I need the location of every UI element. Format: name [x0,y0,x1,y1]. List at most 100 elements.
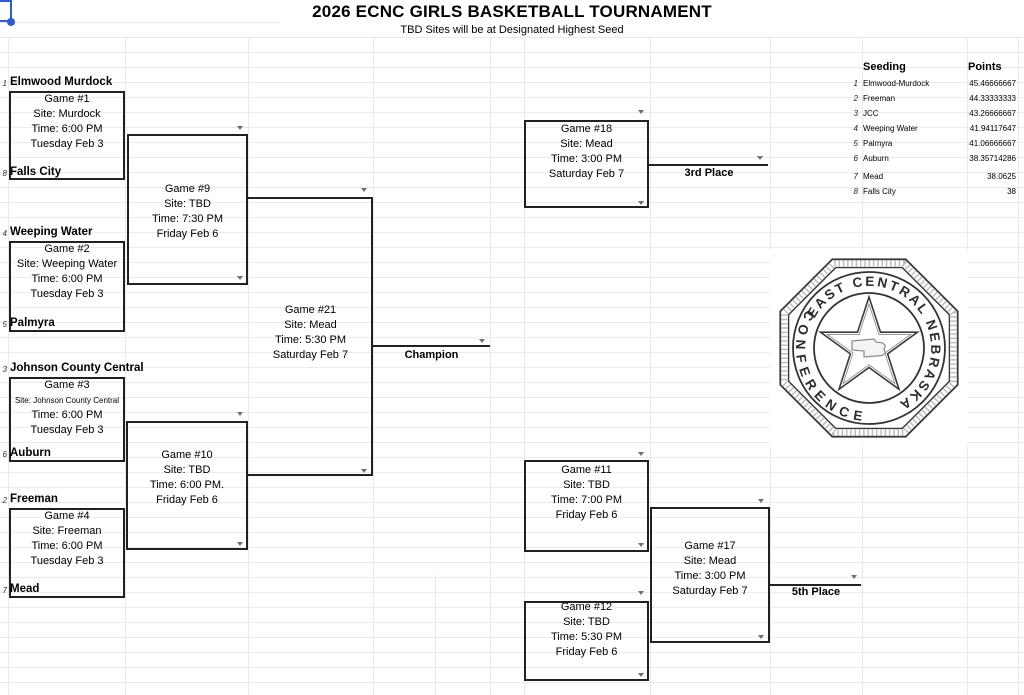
dropdown-arrow-icon[interactable] [638,673,644,677]
game-title: Game #1 [44,93,90,105]
dropdown-arrow-icon[interactable] [638,591,644,595]
game-3-info: Game #3 Site: Johnson County Central Tim… [9,378,125,438]
dropdown-arrow-icon[interactable] [758,499,764,503]
game-2-info: Game #2 Site: Weeping Water Time: 6:00 P… [9,242,125,302]
game-11-box [524,460,649,552]
dropdown-arrow-icon[interactable] [361,469,367,473]
col-gridline [8,38,9,695]
game-site: Site: TBD [163,464,211,476]
conference-logo[interactable]: EAST CENTRAL NEBRASKA CONFERENCE [770,250,968,446]
team-name-falls-city: Falls City [10,166,62,178]
game-date: Tuesday Feb 3 [30,138,104,150]
dropdown-arrow-icon[interactable] [638,110,644,114]
game-1-info: Game #1 Site: Murdock Time: 6:00 PM Tues… [9,92,125,152]
team-name-elmwood-murdock: Elmwood Murdock [10,76,113,88]
game-date: Friday Feb 6 [156,228,219,240]
col-gridline [373,38,374,695]
game-date: Friday Feb 6 [156,494,218,506]
game-time: Time: 7:30 PM [151,213,224,225]
dropdown-arrow-icon[interactable] [479,339,485,343]
seeding-rank: 5 [853,139,858,148]
game-time: Time: 5:30 PM [274,334,347,346]
logo-inner-circle [813,292,925,404]
game-site: Site: TBD [563,616,610,628]
star-inner-outline [825,302,913,385]
game-10-box [126,421,248,550]
dropdown-arrow-icon[interactable] [638,452,644,456]
game-10-info: Game #10 Site: TBD Time: 6:00 PM. Friday… [126,448,248,508]
col-gridline [1018,38,1019,695]
game-date: Tuesday Feb 3 [30,424,104,436]
seeding-rank: 2 [853,94,858,103]
seeding-points: 44.33333333 [969,94,1016,103]
seeding-points: 41.94117647 [969,124,1016,133]
nebraska-outline-icon [851,338,887,358]
game-3-box [9,377,125,462]
seeding-team: Auburn [863,154,889,163]
cell-selection-border [0,0,12,2]
fifth-place-line [770,584,861,586]
game-1-box [9,91,125,180]
col-gridline [125,38,126,695]
seed-number: 5 [2,320,7,329]
game-site: Site: Freeman [32,525,102,537]
game-date: Tuesday Feb 3 [30,288,104,300]
seeding-rank: 3 [853,109,858,118]
seed-number: 4 [2,229,7,238]
game-site: Site: TBD [164,198,211,210]
dropdown-arrow-icon[interactable] [361,188,367,192]
col-gridline [248,38,249,695]
game-site: Site: Mead [284,319,337,331]
selection-fill-handle[interactable] [7,18,15,26]
seed-number: 6 [2,450,7,459]
game-12-box [524,601,649,681]
game-title: Game #12 [560,601,613,613]
seeding-points: 45.46666667 [969,79,1016,88]
row-gridline-top [0,22,280,23]
seeding-points: 38 [1007,187,1016,196]
game-date: Tuesday Feb 3 [30,555,104,567]
dropdown-arrow-icon[interactable] [237,542,243,546]
game-4-box [9,508,125,598]
dropdown-arrow-icon[interactable] [638,201,644,205]
seed-number: 1 [2,79,7,88]
dropdown-arrow-icon[interactable] [757,156,763,160]
game-9-box [127,134,248,285]
octagon-hatch-band [781,260,957,436]
dropdown-arrow-icon[interactable] [237,276,243,280]
seeding-team: Freeman [863,94,896,103]
game-18-info: Game #18 Site: Mead Time: 3:00 PM Saturd… [524,122,649,182]
dropdown-arrow-icon[interactable] [851,575,857,579]
team-name-auburn: Auburn [10,447,51,459]
seeding-rank: 6 [853,154,858,163]
seed-number: 3 [2,365,7,374]
game-time: Time: 6:00 PM [31,540,103,552]
game-2-box [9,241,125,332]
game-21-info: Game #21 Site: Mead Time: 5:30 PM Saturd… [248,303,373,363]
game-date: Friday Feb 6 [555,509,618,521]
game-time: Time: 3:00 PM [550,153,623,165]
dropdown-arrow-icon[interactable] [758,635,764,639]
champion-line [373,345,490,347]
seeding-team: Falls City [863,187,896,196]
game-title: Game #21 [284,304,337,316]
game-17-box [650,507,770,643]
game-11-info: Game #11 Site: TBD Time: 7:00 PM Friday … [524,463,649,523]
seeding-rank: 7 [853,172,858,181]
game-4-info: Game #4 Site: Freeman Time: 6:00 PM Tues… [9,509,125,569]
seeding-team: Mead [863,172,884,181]
dropdown-arrow-icon[interactable] [638,543,644,547]
third-place-line [649,164,768,166]
game-time: Time: 7:00 PM [550,494,623,506]
seed-number: 7 [2,586,7,595]
seed-number: 2 [2,496,7,505]
dropdown-arrow-icon[interactable] [237,412,243,416]
dropdown-arrow-icon[interactable] [237,126,243,130]
game-time: Time: 3:00 PM [674,570,746,582]
team-name-weeping-water: Weeping Water [10,226,93,238]
game-time: Time: 5:30 PM [550,631,623,643]
game-site: Site: Mead [560,138,613,150]
page-title: 2026 ECNC GIRLS BASKETBALL TOURNAMENT [312,2,712,21]
seeding-team: Elmwood-Murdock [863,79,930,88]
game-date: Saturday Feb 7 [672,585,748,597]
